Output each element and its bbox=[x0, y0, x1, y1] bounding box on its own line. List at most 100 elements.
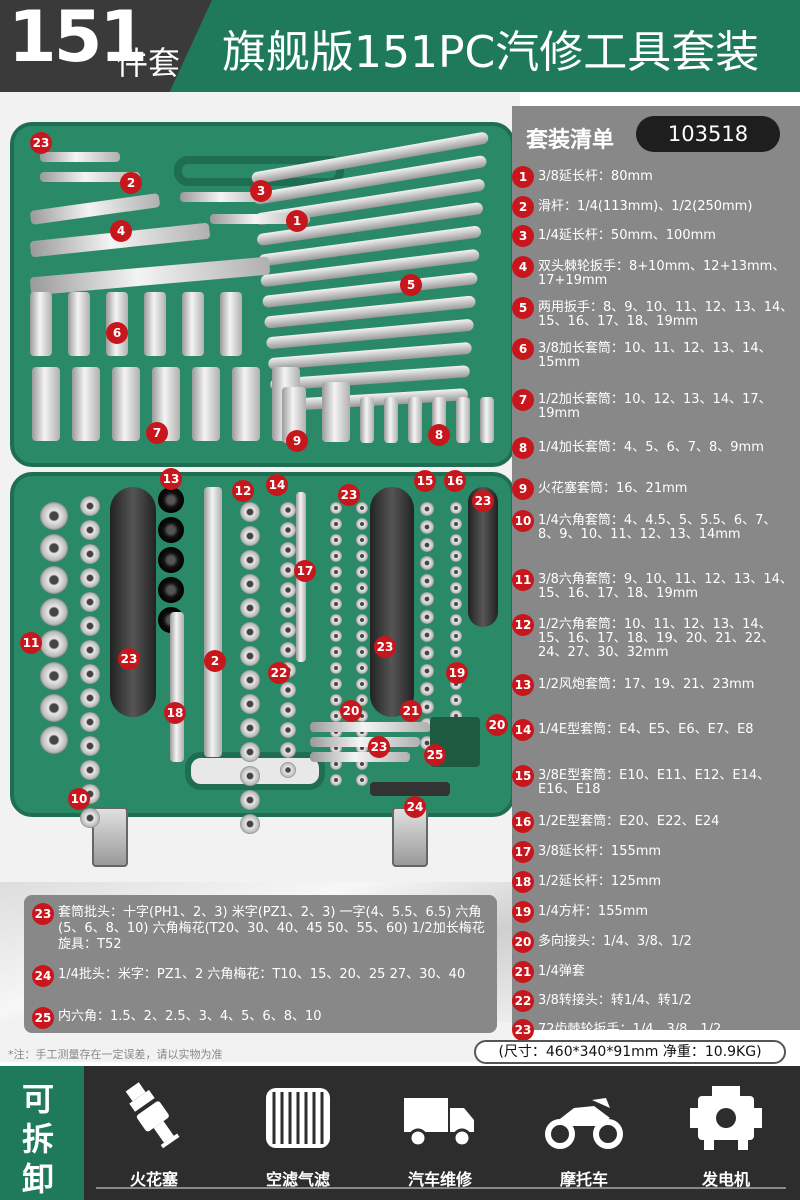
photo-callout-badge: 24 bbox=[404, 796, 426, 818]
photo-callout-badge: 11 bbox=[20, 632, 42, 654]
detachable-char: 卸 bbox=[22, 1160, 55, 1198]
item-text: 1/4E型套筒：E4、E5、E6、E7、E8 bbox=[538, 722, 754, 737]
socket bbox=[330, 646, 342, 658]
socket bbox=[450, 534, 462, 546]
deep-socket bbox=[192, 367, 220, 441]
item-text: 1/4方杆：155mm bbox=[538, 904, 649, 919]
photo-callout-badge: 9 bbox=[286, 430, 308, 452]
impact-socket bbox=[158, 577, 184, 603]
size-weight-label: (尺寸：460*340*91mm 净重：10.9KG) bbox=[474, 1040, 786, 1064]
socket bbox=[80, 736, 100, 756]
photo-callout-badge: 20 bbox=[486, 714, 508, 736]
socket bbox=[40, 534, 68, 562]
socket bbox=[80, 664, 100, 684]
item-number-badge: 3 bbox=[512, 225, 534, 247]
header-count-panel bbox=[0, 0, 212, 92]
extension-bar bbox=[40, 152, 120, 162]
spark-plug-socket bbox=[322, 382, 350, 442]
socket bbox=[356, 614, 368, 626]
item-text: 双头棘轮扳手：8+10mm、12+13mm、17+19mm bbox=[538, 259, 786, 288]
item-text: 1/2延长杆：125mm bbox=[538, 874, 662, 889]
item-number-badge: 17 bbox=[512, 841, 534, 863]
item-text: 3/8转接头：转1/4、转1/2 bbox=[538, 993, 692, 1008]
socket bbox=[420, 556, 434, 570]
photo-callout-badge: 23 bbox=[472, 490, 494, 512]
note-text: 1/4批头：米字：PZ1、2 六角梅花：T10、15、20、25 27、30、4… bbox=[58, 967, 466, 982]
socket bbox=[330, 678, 342, 690]
socket bbox=[240, 814, 260, 834]
socket bbox=[356, 502, 368, 514]
disclaimer: *注：手工测量存在一定误差，请以实物为准 bbox=[8, 1048, 223, 1061]
item-text: 1/2风炮套筒：17、19、21、23mm bbox=[538, 677, 755, 692]
item-number-badge: 20 bbox=[512, 931, 534, 953]
header-banner: 151 件套 旗舰版151PC汽修工具套装 bbox=[0, 0, 800, 92]
photo-callout-badge: 7 bbox=[146, 422, 168, 444]
hex-key bbox=[310, 752, 410, 762]
socket bbox=[80, 544, 100, 564]
socket bbox=[356, 598, 368, 610]
impact-socket bbox=[158, 547, 184, 573]
item-text: 3/8E型套筒：E10、E11、E12、E14、E16、E18 bbox=[538, 768, 771, 797]
use-case-item: 空滤气滤 bbox=[238, 1066, 358, 1200]
use-case-item: 火花塞 bbox=[94, 1066, 214, 1200]
item-number-badge: 7 bbox=[512, 389, 534, 411]
socket bbox=[420, 646, 434, 660]
photo-callout-badge: 21 bbox=[400, 700, 422, 722]
socket bbox=[330, 518, 342, 530]
socket bbox=[450, 694, 462, 706]
deep-socket bbox=[220, 292, 242, 356]
socket bbox=[240, 790, 260, 810]
footer-divider bbox=[96, 1187, 786, 1189]
socket bbox=[40, 566, 68, 594]
note-text: 套筒批头：十字(PH1、2、3) 米字(PZ1、2、3) 一字(4、5.5、6.… bbox=[58, 905, 485, 952]
socket bbox=[450, 502, 462, 514]
ratchet-handle bbox=[370, 487, 414, 717]
socket bbox=[356, 582, 368, 594]
impact-socket bbox=[158, 517, 184, 543]
socket bbox=[330, 566, 342, 578]
item-number-badge: 21 bbox=[512, 961, 534, 983]
deep-socket bbox=[72, 367, 100, 441]
latch-right bbox=[392, 807, 428, 867]
photo-callout-badge: 25 bbox=[424, 744, 446, 766]
photo-callout-badge: 4 bbox=[110, 220, 132, 242]
impact-socket bbox=[158, 487, 184, 513]
socket bbox=[80, 520, 100, 540]
extension-bar bbox=[180, 192, 270, 202]
socket bbox=[420, 610, 434, 624]
deep-socket bbox=[68, 292, 90, 356]
note-number-badge: 23 bbox=[32, 903, 54, 925]
item-number-badge: 18 bbox=[512, 871, 534, 893]
socket bbox=[240, 550, 260, 570]
socket bbox=[240, 574, 260, 594]
socket bbox=[40, 694, 68, 722]
socket bbox=[240, 766, 260, 786]
item-number-badge: 5 bbox=[512, 297, 534, 319]
item-text: 1/4加长套筒：4、5、6、7、8、9mm bbox=[538, 440, 764, 455]
photo-callout-badge: 16 bbox=[444, 470, 466, 492]
photo-callout-badge: 23 bbox=[118, 648, 140, 670]
socket bbox=[356, 678, 368, 690]
item-number-badge: 11 bbox=[512, 569, 534, 591]
item-text: 火花塞套筒：16、21mm bbox=[538, 481, 688, 496]
piece-count: 151 bbox=[8, 0, 148, 78]
photo-callout-badge: 15 bbox=[414, 470, 436, 492]
socket bbox=[80, 592, 100, 612]
socket bbox=[450, 630, 462, 642]
socket bbox=[420, 682, 434, 696]
socket bbox=[80, 712, 100, 732]
socket bbox=[450, 566, 462, 578]
item-number-badge: 8 bbox=[512, 437, 534, 459]
bit-holder bbox=[370, 782, 450, 796]
photo-callout-badge: 12 bbox=[232, 480, 254, 502]
socket bbox=[280, 542, 296, 558]
item-text: 1/2E型套筒：E20、E22、E24 bbox=[538, 814, 720, 829]
socket bbox=[240, 502, 260, 522]
piece-unit: 件套 bbox=[116, 44, 181, 82]
socket bbox=[420, 520, 434, 534]
photo-callout-badge: 2 bbox=[204, 650, 226, 672]
item-text: 1/2六角套筒：10、11、12、13、14、15、16、17、18、19、20… bbox=[538, 617, 775, 660]
photo-callout-badge: 23 bbox=[368, 736, 390, 758]
socket bbox=[330, 774, 342, 786]
